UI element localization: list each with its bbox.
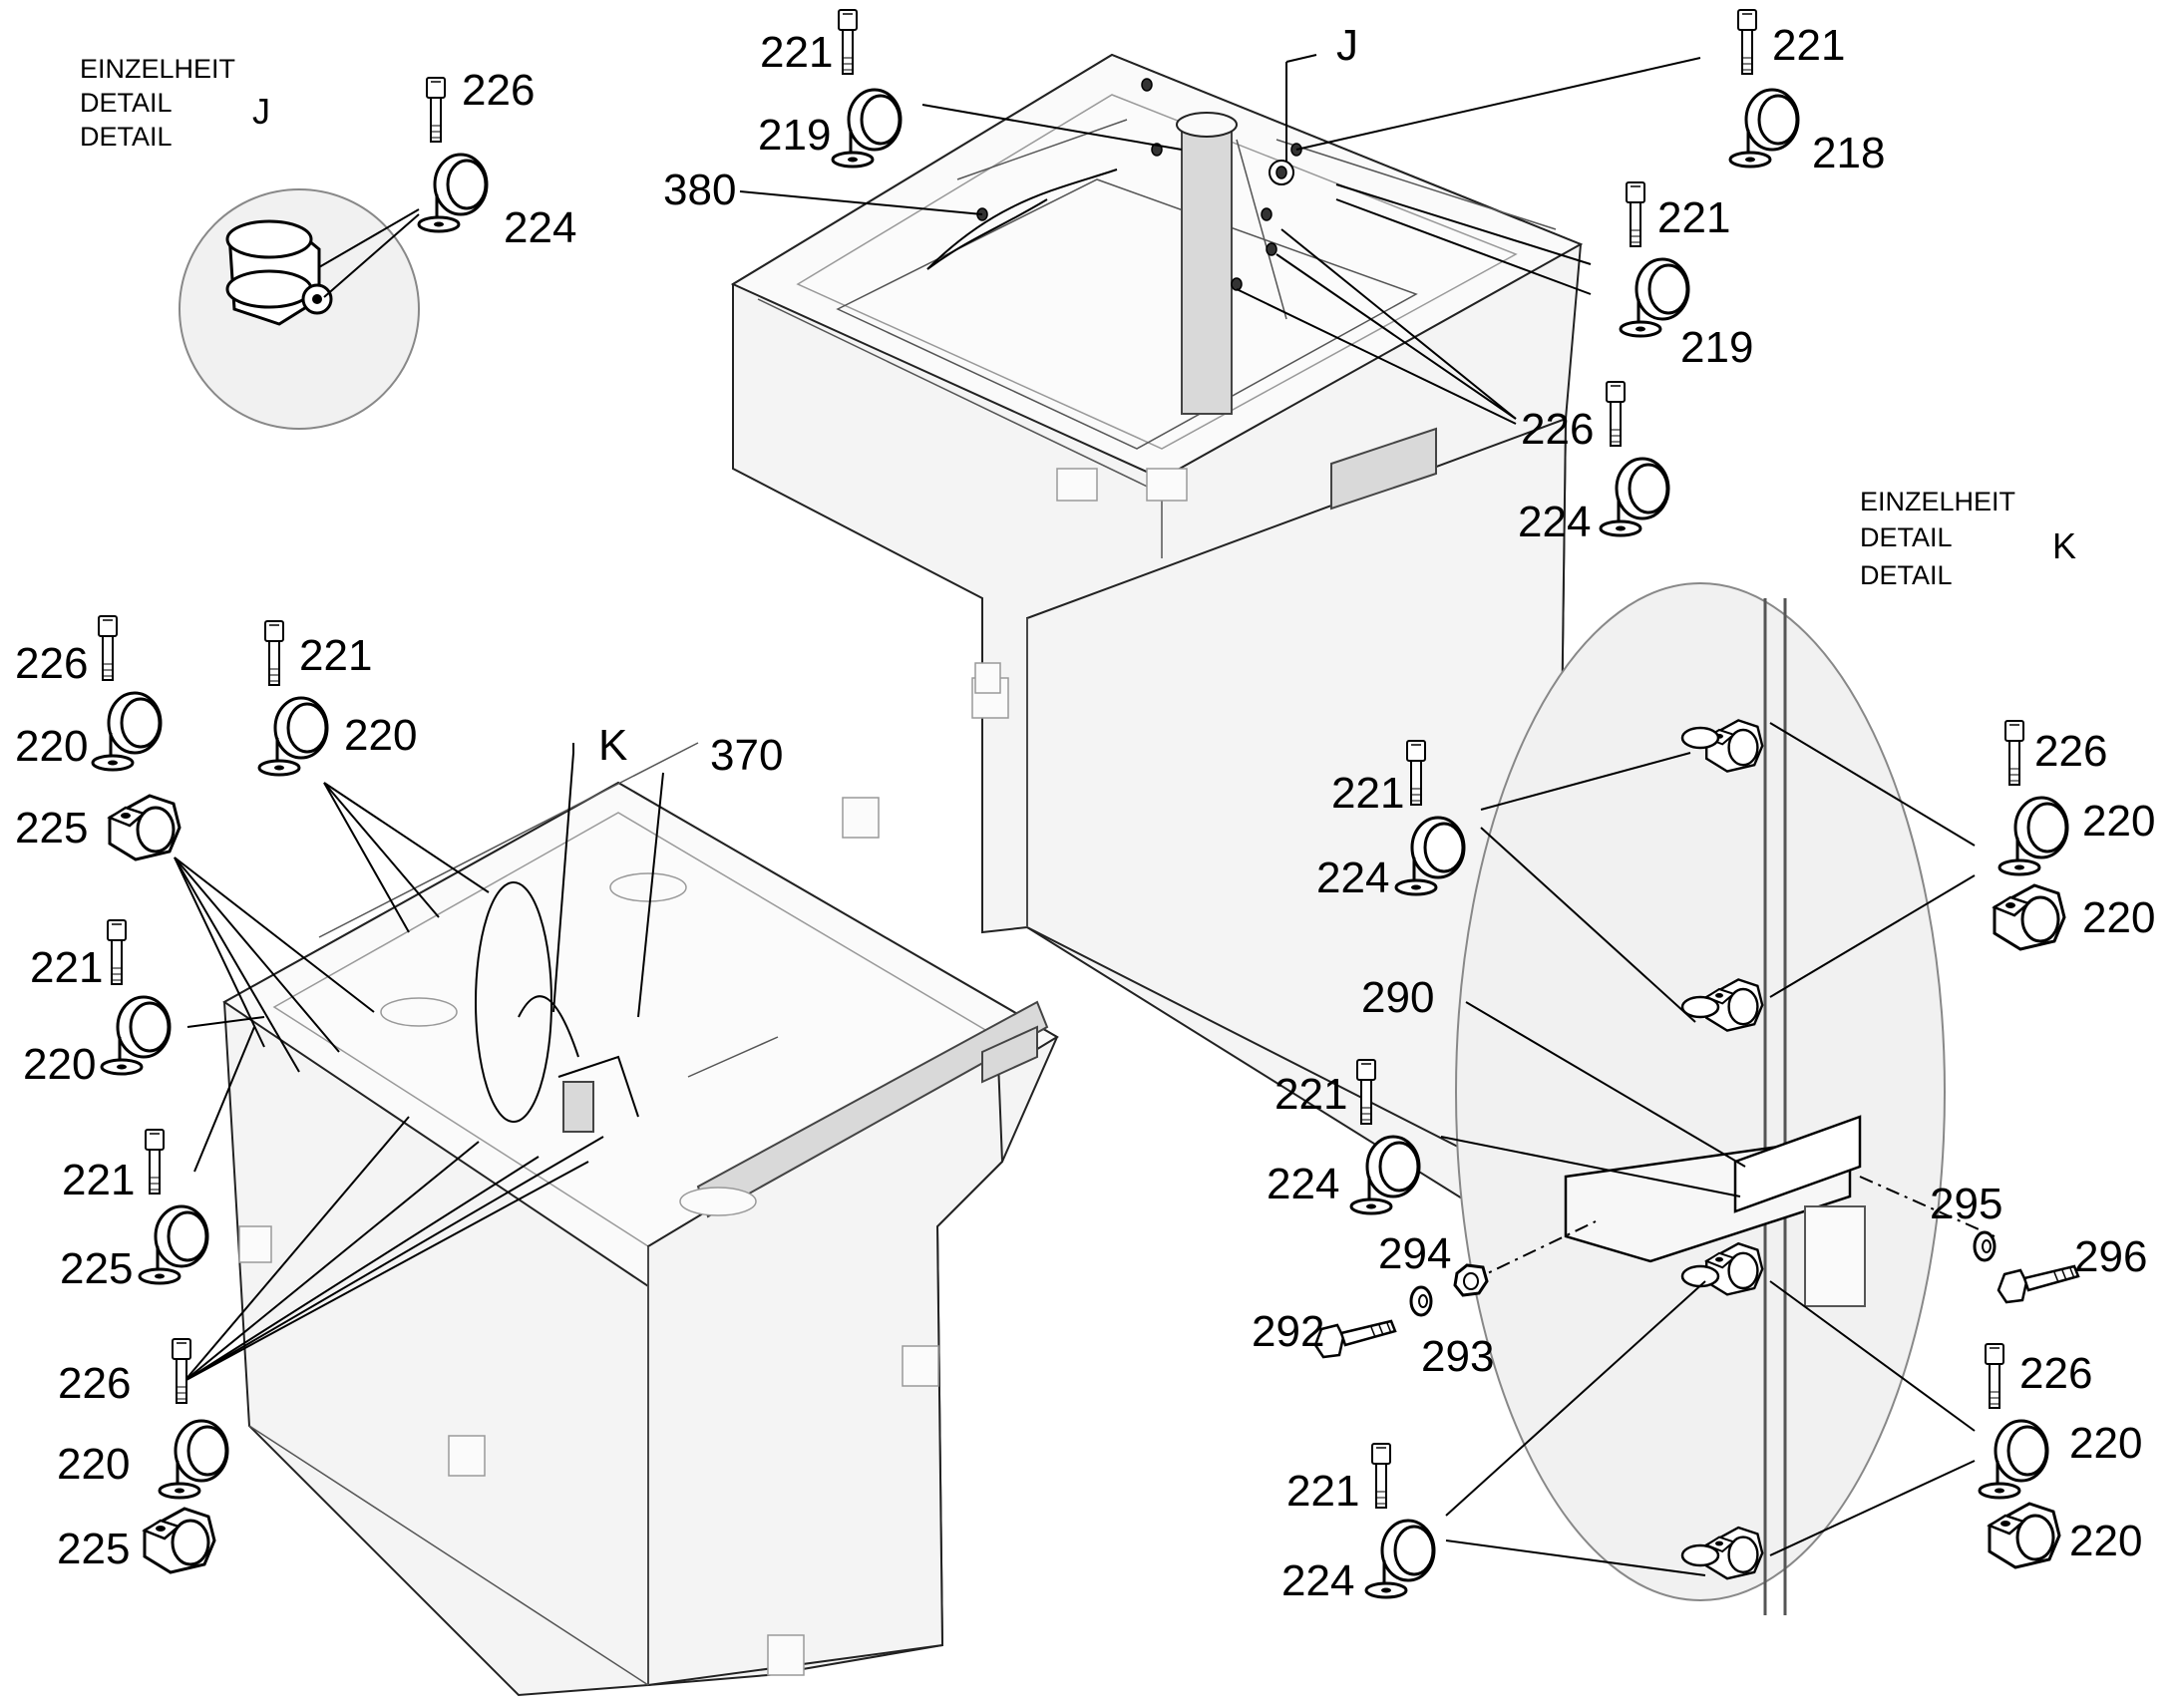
callout-221: 221 — [1657, 193, 1730, 242]
screw-icon — [1737, 9, 1757, 75]
part-callouts: 226 224 221 219 380 221 218 221 219 226 … — [15, 21, 2155, 1605]
callout-220: 220 — [15, 722, 88, 771]
callout-220: 220 — [2069, 1517, 2142, 1565]
clamp-bracket-icon — [108, 794, 182, 861]
callout-219: 219 — [1680, 323, 1753, 372]
detail-k-letter: K — [2052, 525, 2076, 566]
clamp-bracket-icon — [1988, 1502, 2061, 1569]
callout-224: 224 — [1267, 1160, 1339, 1208]
callout-225: 225 — [60, 1244, 133, 1293]
detail-j-circle — [179, 188, 420, 430]
screw-icon — [264, 620, 284, 686]
screw-icon — [1606, 381, 1626, 447]
clamp-icon — [158, 1419, 229, 1500]
callout-220: 220 — [23, 1040, 96, 1089]
clamp-icon — [257, 696, 329, 777]
callout-293: 293 — [1421, 1332, 1494, 1381]
detail-k-lens — [1455, 582, 1946, 1615]
upper-frame-drawing — [730, 53, 1584, 1218]
callout-219: 219 — [758, 111, 831, 160]
screw-icon — [107, 919, 127, 985]
screw-icon — [172, 1338, 191, 1404]
callout-225: 225 — [57, 1525, 130, 1573]
screw-icon — [838, 9, 858, 75]
detail-k-header-line2: DETAIL — [1860, 522, 1953, 552]
clamp-icon — [100, 995, 172, 1076]
clamp-bracket-icon — [1993, 883, 2066, 951]
detail-j-header-line3: DETAIL — [80, 122, 173, 152]
callout-224: 224 — [1281, 1556, 1354, 1605]
washer-icon — [1973, 1230, 1997, 1262]
clamp-icon — [1364, 1519, 1436, 1599]
callout-221: 221 — [1331, 769, 1404, 818]
clamp-icon — [417, 153, 489, 233]
callout-226: 226 — [462, 66, 535, 115]
callout-225: 225 — [15, 804, 88, 853]
nut-icon — [1453, 1263, 1489, 1297]
callout-290: 290 — [1361, 973, 1434, 1022]
callout-218: 218 — [1812, 129, 1885, 177]
callout-220: 220 — [2069, 1419, 2142, 1468]
callout-296: 296 — [2074, 1232, 2147, 1281]
callout-220: 220 — [57, 1440, 130, 1489]
bolt-icon — [1997, 1264, 2080, 1304]
detail-k-header: EINZELHEIT DETAIL DETAIL K — [1860, 487, 2076, 590]
clamp-icon — [1998, 796, 2069, 876]
clamp-icon — [1619, 257, 1690, 338]
callout-221: 221 — [760, 28, 833, 77]
callout-220: 220 — [2082, 797, 2155, 846]
callout-226: 226 — [58, 1359, 131, 1408]
clamp-icon — [1728, 88, 1800, 169]
callout-226: 226 — [1521, 405, 1594, 454]
screw-icon — [145, 1129, 165, 1195]
callout-224: 224 — [1316, 854, 1389, 902]
callout-221: 221 — [30, 943, 103, 992]
callout-221: 221 — [299, 631, 372, 680]
callout-226: 226 — [2019, 1349, 2092, 1398]
screw-icon — [2004, 720, 2024, 786]
callout-224: 224 — [1518, 498, 1591, 546]
clamp-icon — [1978, 1419, 2049, 1500]
detail-j-header: EINZELHEIT DETAIL DETAIL J — [80, 54, 270, 152]
callout-294: 294 — [1378, 1229, 1451, 1278]
lower-frame-drawing — [222, 742, 1059, 1697]
leader-lines — [174, 54, 1996, 1576]
clamp-icon — [1599, 457, 1670, 537]
screw-icon — [1985, 1343, 2004, 1409]
clamp-icon — [138, 1204, 209, 1285]
screw-icon — [426, 77, 446, 143]
detail-k-header-line1: EINZELHEIT — [1860, 487, 2015, 516]
callout-226: 226 — [2034, 727, 2107, 776]
callout-221: 221 — [62, 1156, 135, 1204]
callout-226: 226 — [15, 639, 88, 688]
callout-380: 380 — [663, 166, 736, 214]
callout-221: 221 — [1772, 21, 1845, 70]
washer-icon — [1409, 1285, 1433, 1317]
detail-k-header-line3: DETAIL — [1860, 560, 1953, 590]
clamp-icon — [91, 691, 163, 772]
detail-j-header-line1: EINZELHEIT — [80, 54, 235, 84]
detail-j-header-line2: DETAIL — [80, 88, 173, 118]
bolt-icon — [1313, 1319, 1397, 1359]
clamp-bracket-icon — [143, 1507, 216, 1574]
clamp-icon — [831, 88, 903, 169]
callout-370: 370 — [710, 731, 783, 780]
callout-295: 295 — [1930, 1180, 2002, 1228]
screw-icon — [1371, 1443, 1391, 1509]
clamp-icon — [1349, 1135, 1421, 1215]
view-marker-k: K — [598, 721, 627, 770]
detail-j-letter: J — [252, 91, 270, 132]
callout-220: 220 — [344, 711, 417, 760]
callout-220: 220 — [2082, 893, 2155, 942]
screw-icon — [98, 615, 118, 681]
callout-224: 224 — [504, 203, 576, 252]
callout-292: 292 — [1252, 1307, 1324, 1356]
callout-221: 221 — [1286, 1467, 1359, 1516]
screw-icon — [1626, 181, 1645, 247]
view-marker-j: J — [1336, 21, 1358, 70]
callout-221: 221 — [1274, 1070, 1347, 1119]
